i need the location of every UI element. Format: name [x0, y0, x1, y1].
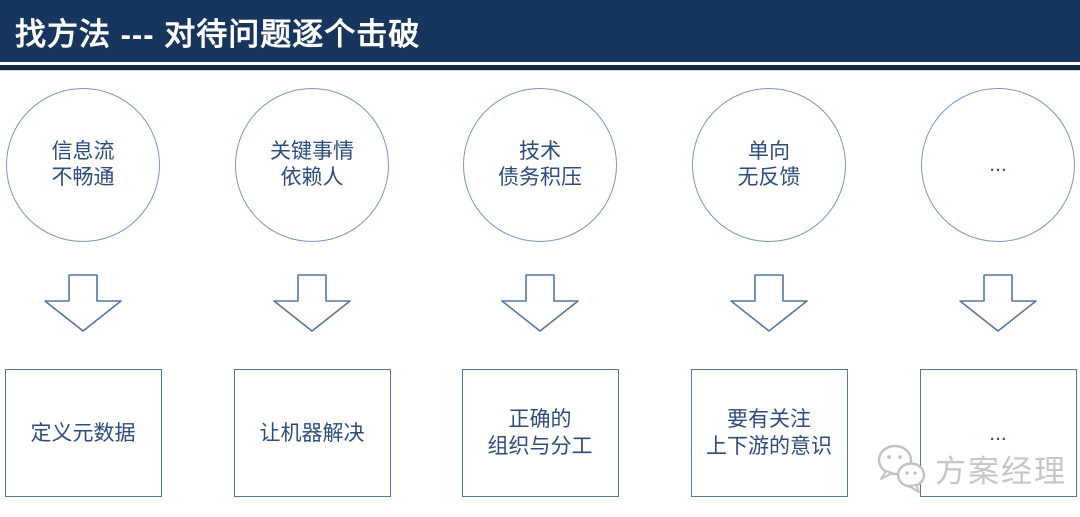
- problem-circle: 技术 债务积压: [463, 88, 617, 242]
- diagram: 信息流 不畅通 定义元数据 关键事情 依赖人 让机器解决 技术 债务积压 正确的…: [0, 70, 1080, 517]
- watermark: 方案经理: [874, 443, 1067, 493]
- down-arrow-icon: [959, 274, 1037, 332]
- diagram-column: 技术 债务积压 正确的 组织与分工: [461, 70, 619, 497]
- down-arrow-icon: [501, 274, 579, 332]
- solution-box: 让机器解决: [233, 369, 391, 497]
- solution-label: 定义元数据: [30, 421, 136, 445]
- solution-label: 让机器解决: [259, 421, 365, 445]
- problem-label: 技术 债务积压: [498, 140, 582, 189]
- solution-box: 定义元数据: [4, 369, 162, 497]
- problem-circle: 单向 无反馈: [692, 88, 846, 242]
- problem-label: ...: [989, 153, 1007, 176]
- diagram-column: 单向 无反馈 要有关注 上下游的意识: [690, 70, 848, 497]
- title-divider: [0, 65, 1080, 70]
- problem-circle: ...: [921, 88, 1075, 242]
- solution-label: 要有关注 上下游的意识: [706, 408, 832, 458]
- problem-label: 单向 无反馈: [737, 140, 801, 189]
- problem-label: 信息流 不畅通: [51, 140, 115, 189]
- problem-circle: 信息流 不畅通: [6, 88, 160, 242]
- diagram-column: 信息流 不畅通 定义元数据: [4, 70, 162, 497]
- problem-label: 关键事情 依赖人: [270, 140, 354, 189]
- wechat-icon: [877, 444, 926, 493]
- down-arrow-icon: [273, 274, 351, 332]
- down-arrow-icon: [44, 274, 122, 332]
- problem-circle: 关键事情 依赖人: [235, 88, 389, 242]
- solution-box: ...: [919, 369, 1077, 497]
- watermark-label: 方案经理: [935, 453, 1067, 489]
- page-title: 找方法 --- 对待问题逐个击破: [15, 16, 421, 52]
- solution-label: ...: [989, 421, 1007, 445]
- solution-box: 要有关注 上下游的意识: [690, 369, 848, 497]
- solution-box: 正确的 组织与分工: [461, 369, 619, 497]
- diagram-column: ... ...: [919, 70, 1077, 497]
- down-arrow-icon: [730, 274, 808, 332]
- title-bar: 找方法 --- 对待问题逐个击破: [0, 0, 1080, 62]
- diagram-column: 关键事情 依赖人 让机器解决: [233, 70, 391, 497]
- solution-label: 正确的 组织与分工: [487, 408, 593, 458]
